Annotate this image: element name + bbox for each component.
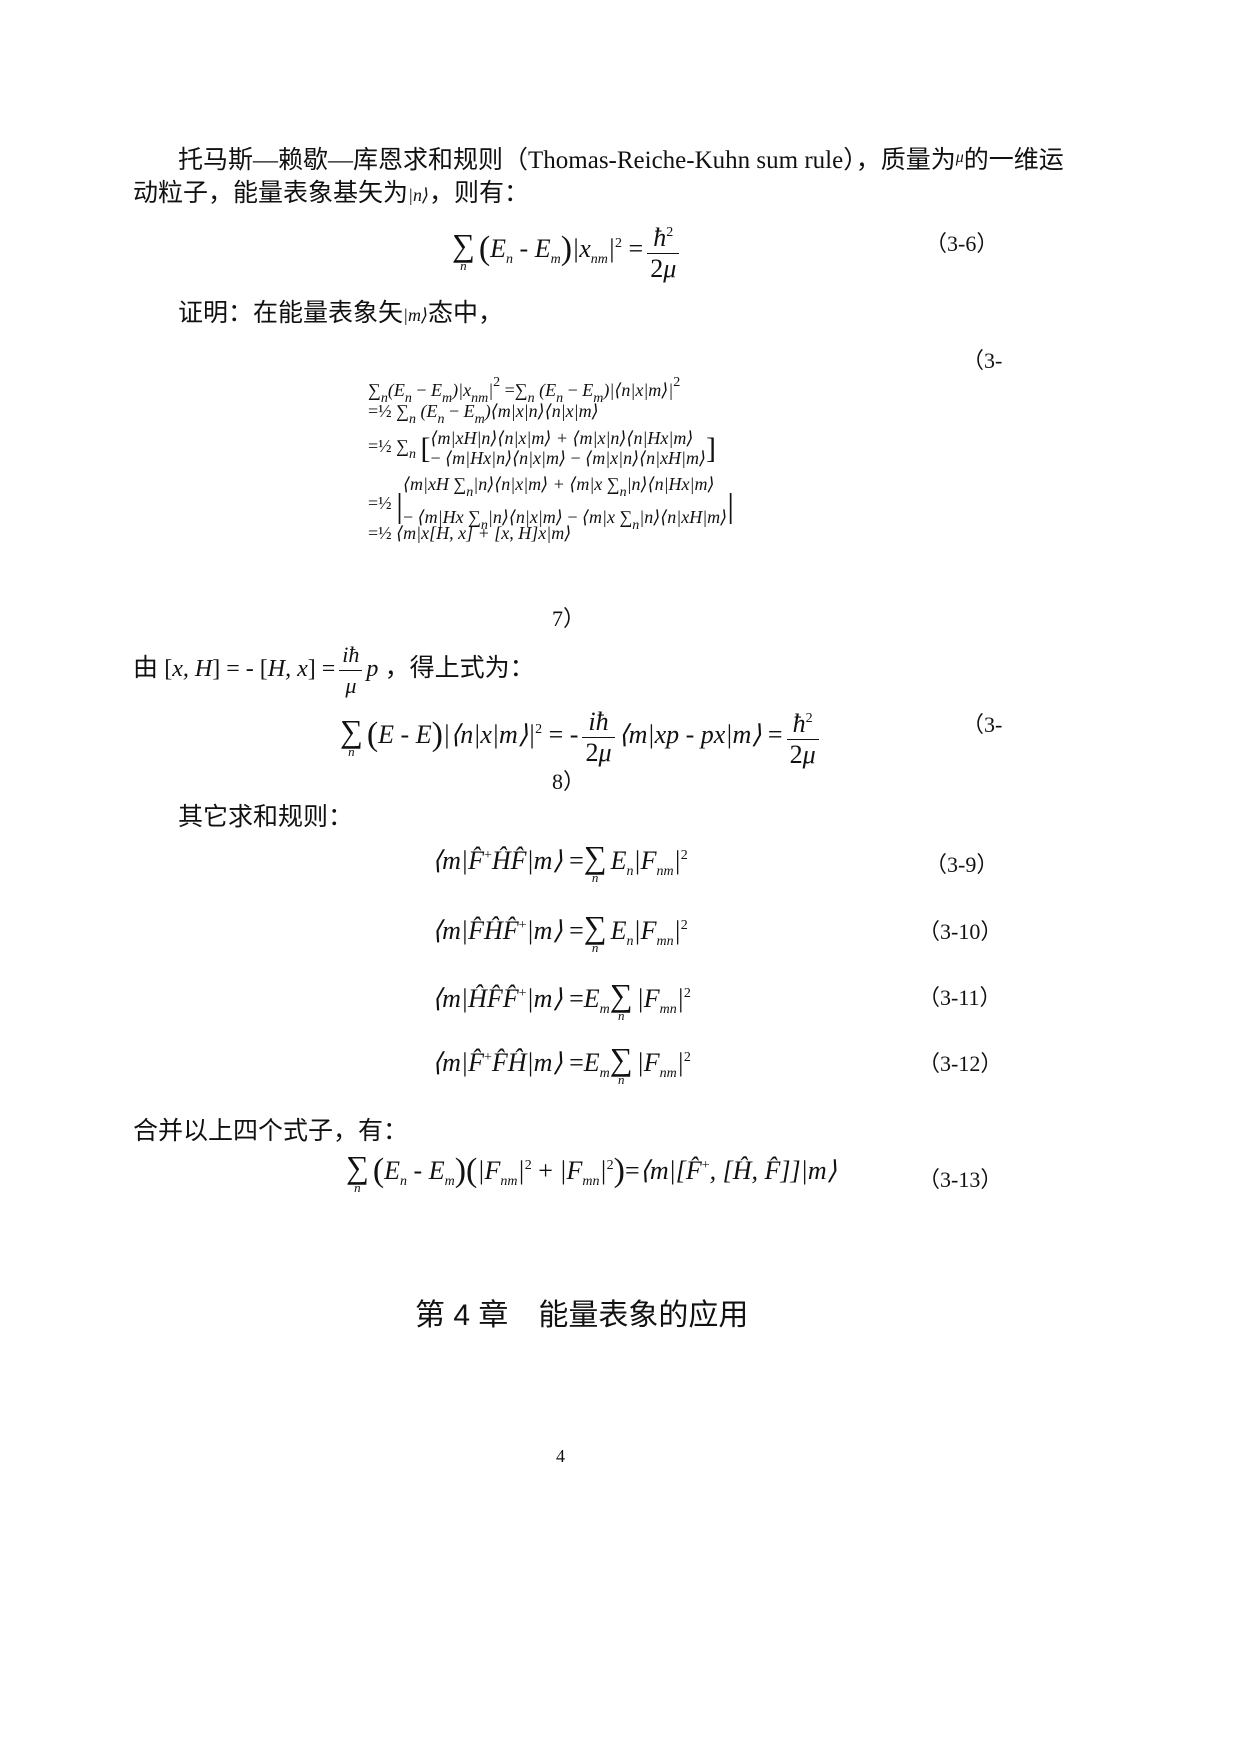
equation-number-3-11: （3-11） (918, 985, 1002, 1010)
equation-number-3-10: （3-10） (918, 919, 1003, 944)
intro-text-tail: 的一维运 (963, 147, 1064, 174)
intro-line2-tail: ，则有： (429, 180, 530, 207)
equation-number-3-6: （3-6） (925, 231, 999, 256)
intro-line-2: 动粒子，能量表象基矢为|n⟩，则有： (133, 176, 529, 213)
proof-line: 证明：在能量表象矢|m⟩态中， (178, 296, 503, 333)
mass-symbol: μ (955, 149, 964, 166)
equation-3-13: ∑n(En - Em)(|Fnm|2 + |Fmn|2)=⟨m|[F̂+, [Ĥ… (346, 1149, 837, 1196)
equation-number-3-8-part2: 8） (552, 769, 586, 794)
proof-ket: |m⟩ (403, 305, 428, 325)
other-rules-label: 其它求和规则： (178, 804, 354, 831)
combine-label: 合并以上四个式子，有： (133, 1118, 409, 1145)
equation-number-3-7-part2: 7） (552, 606, 586, 631)
equation-3-12: ⟨m|F̂+F̂Ĥ|m⟩ =Em∑n|Fnm|2 (432, 1041, 691, 1087)
intro-text: 托马斯—赖歇—库恩求和规则（Thomas-Reiche-Kuhn sum rul… (178, 147, 956, 174)
equation-number-3-13: （3-13） (918, 1167, 1003, 1192)
equation-number-3-7-part1: （3- (962, 348, 1003, 373)
from-label: 由 (133, 655, 159, 683)
basis-ket: |n⟩ (408, 185, 429, 205)
intro-line-1: 托马斯—赖歇—库恩求和规则（Thomas-Reiche-Kuhn sum rul… (178, 140, 1064, 179)
equation-3-7-derivation: ∑n(En − Em)|xnm|2 =∑n (En − Em)|⟨n|x|m⟩|… (368, 375, 734, 543)
equation-number-3-12: （3-12） (918, 1051, 1003, 1076)
equation-number-3-9: （3-9） (925, 852, 999, 877)
proof-label: 证明：在能量表象矢 (178, 300, 404, 327)
equation-number-3-8-part1: （3- (962, 712, 1003, 737)
page-number: 4 (556, 1446, 565, 1466)
equation-3-11: ⟨m|ĤF̂F̂+|m⟩ =Em∑n|Fmn|2 (432, 977, 691, 1023)
from-tail: ，得上式为： (384, 655, 535, 683)
intro-line2-text: 动粒子，能量表象基矢为 (133, 180, 409, 207)
chapter-heading: 第 4 章 能量表象的应用 (415, 1299, 749, 1332)
proof-tail: 态中， (428, 300, 504, 327)
